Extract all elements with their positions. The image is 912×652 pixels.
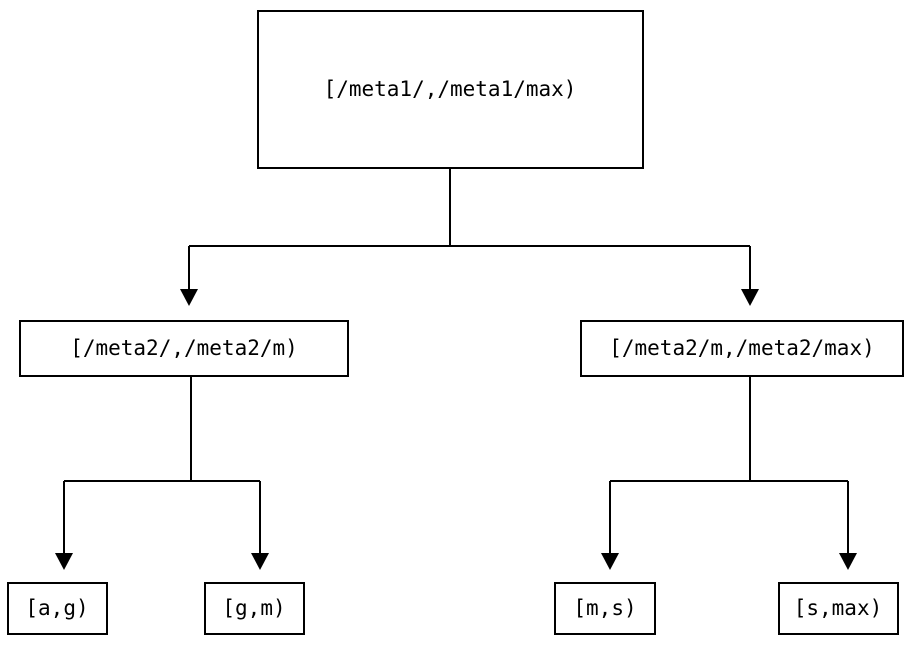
node-label-leaf-2: [g,m): [222, 596, 285, 620]
node-label-mid-right: [/meta2/m,/meta2/max): [609, 336, 875, 360]
node-leaf-4[interactable]: [s,max): [778, 582, 899, 635]
edge-root-to-mid-left: [180, 168, 451, 306]
node-box-leaf-2[interactable]: [204, 582, 305, 635]
node-root[interactable]: [/meta1/,/meta1/max): [257, 10, 644, 169]
edge-arrowhead-icon: [741, 289, 759, 306]
edge-arrowhead-icon: [55, 553, 73, 570]
node-label-root: [/meta1/,/meta1/max): [324, 77, 577, 101]
edge-arrowhead-icon: [601, 553, 619, 570]
edge-mid-right-to-leaf-3: [601, 376, 751, 570]
edge-root-to-mid-right: [449, 168, 759, 306]
edge-mid-left-to-leaf-2: [190, 376, 269, 570]
node-box-mid-left[interactable]: [19, 320, 349, 377]
node-label-leaf-3: [m,s): [573, 596, 636, 620]
node-mid-left[interactable]: [/meta2/,/meta2/m): [19, 320, 349, 377]
edge-arrowhead-icon: [251, 553, 269, 570]
edge-arrowhead-icon: [839, 553, 857, 570]
edges-layer: [55, 168, 857, 570]
edge-arrowhead-icon: [180, 289, 198, 306]
node-box-mid-right[interactable]: [580, 320, 904, 377]
node-leaf-1[interactable]: [a,g): [7, 582, 108, 635]
nodes-layer: [/meta1/,/meta1/max) [/meta2/,/meta2/m) [/…: [7, 10, 904, 635]
node-mid-right[interactable]: [/meta2/m,/meta2/max): [580, 320, 904, 377]
node-label-leaf-4: [s,max): [794, 596, 883, 620]
node-box-leaf-1[interactable]: [7, 582, 108, 635]
node-box-root[interactable]: [257, 10, 644, 169]
node-box-leaf-3[interactable]: [554, 582, 656, 635]
node-box-leaf-4[interactable]: [778, 582, 899, 635]
node-leaf-3[interactable]: [m,s): [554, 582, 656, 635]
node-label-leaf-1: [a,g): [25, 596, 88, 620]
edge-mid-left-to-leaf-1: [55, 376, 192, 570]
edge-mid-right-to-leaf-4: [749, 376, 857, 570]
node-leaf-2[interactable]: [g,m): [204, 582, 305, 635]
node-label-mid-left: [/meta2/,/meta2/m): [70, 336, 298, 360]
